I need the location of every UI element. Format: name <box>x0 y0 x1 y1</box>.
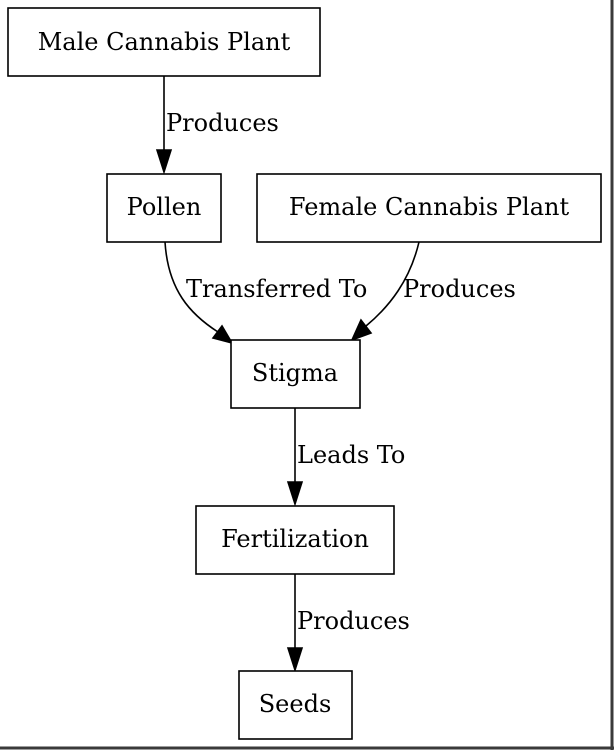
node-pollen-box <box>106 173 222 243</box>
edge-fertilization-to-seeds-arrowhead <box>286 647 304 673</box>
edge-male-to-pollen: Produces <box>155 76 279 175</box>
edge-stigma-to-fertilization: Leads To <box>286 408 405 507</box>
edge-pollen-to-stigma-line <box>164 241 219 333</box>
edge-label-pollen-to-stigma: Transferred To <box>186 275 367 303</box>
node-female-cannabis-plant: Female Cannabis Plant <box>256 173 602 243</box>
edge-female-to-stigma-arrowhead <box>350 318 373 342</box>
node-male-cannabis-plant: Male Cannabis Plant <box>7 7 321 77</box>
edge-label-male-to-pollen: Produces <box>166 109 279 137</box>
node-fertilization-box <box>195 505 395 575</box>
node-male-cannabis-plant-label: Male Cannabis Plant <box>38 28 291 56</box>
node-female-cannabis-plant-label: Female Cannabis Plant <box>289 193 570 221</box>
node-stigma: Stigma <box>230 339 361 409</box>
node-seeds: Seeds <box>238 670 353 740</box>
edge-male-to-pollen-arrowhead <box>155 149 173 175</box>
node-pollen-label: Pollen <box>127 193 202 221</box>
edge-female-to-stigma: Produces <box>350 241 516 342</box>
node-female-cannabis-plant-box <box>256 173 602 243</box>
edge-label-fertilization-to-seeds: Produces <box>297 607 410 635</box>
edge-female-to-stigma-line <box>365 241 420 327</box>
node-male-cannabis-plant-box <box>7 7 321 77</box>
node-stigma-label: Stigma <box>252 359 338 387</box>
edge-pollen-to-stigma: Transferred To <box>164 241 367 345</box>
edge-label-female-to-stigma: Produces <box>403 275 516 303</box>
node-stigma-box <box>230 339 361 409</box>
node-seeds-label: Seeds <box>259 690 332 718</box>
node-fertilization: Fertilization <box>195 505 395 575</box>
edge-stigma-to-fertilization-arrowhead <box>286 481 304 507</box>
edge-label-stigma-to-fertilization: Leads To <box>297 441 405 469</box>
edge-pollen-to-stigma-arrowhead <box>211 324 234 345</box>
node-pollen: Pollen <box>106 173 222 243</box>
node-fertilization-label: Fertilization <box>221 525 369 553</box>
edge-fertilization-to-seeds: Produces <box>286 574 410 673</box>
node-seeds-box <box>238 670 353 740</box>
